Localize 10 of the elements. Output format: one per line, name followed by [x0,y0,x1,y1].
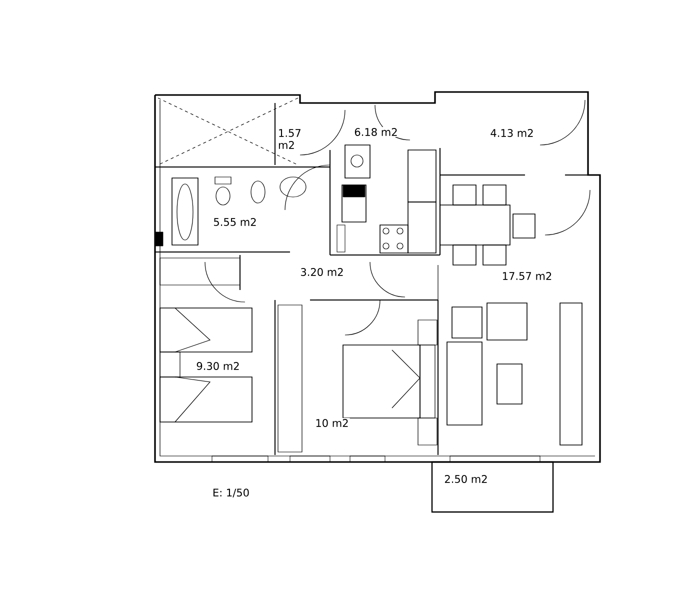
area-label: 2.50 m2 [443,474,489,484]
scale-label: E: 1/50 [211,488,251,498]
area-label: 6.18 m2 [353,127,399,137]
area-label: 17.57 m2 [500,271,554,281]
area-label: 10 m2 [314,418,350,428]
area-label: 5.55 m2 [212,217,258,227]
area-label: 1.57 m2 [277,128,305,150]
area-label: 9.30 m2 [195,361,241,371]
area-label: 3.20 m2 [299,267,345,277]
area-label: 4.13 m2 [489,128,535,138]
